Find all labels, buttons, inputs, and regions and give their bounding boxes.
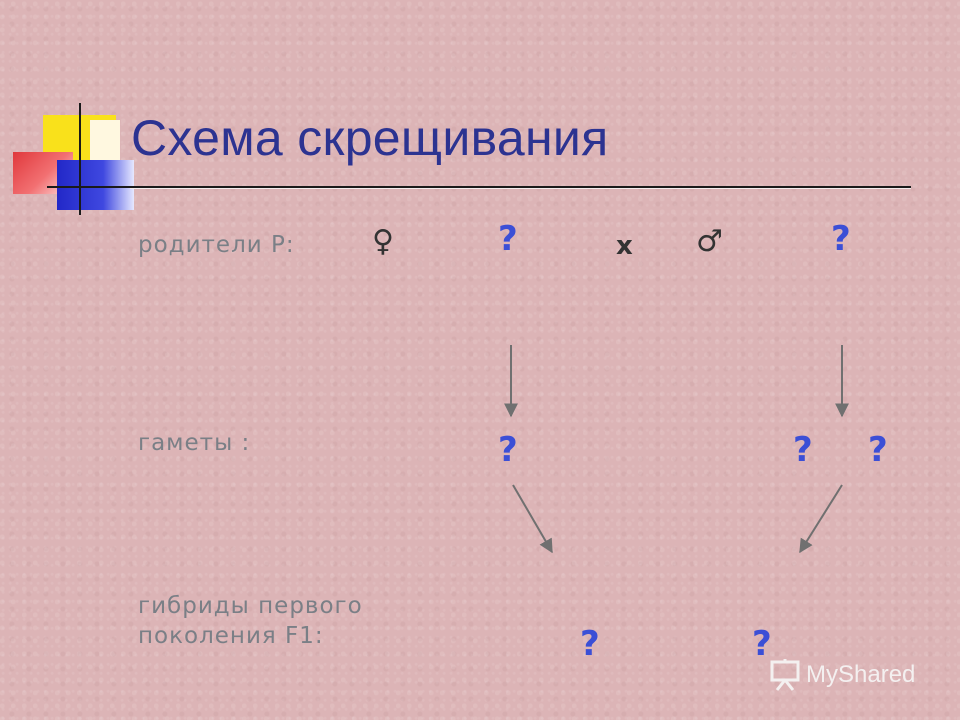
male-symbol: ♂ (696, 224, 723, 259)
watermark-text: MyShared (806, 661, 916, 688)
male-parent-unknown: ? (831, 219, 851, 259)
male-gamete-1-unknown: ? (793, 430, 813, 470)
f1-hybrid-1-unknown: ? (580, 624, 600, 664)
male-gamete-2-unknown: ? (868, 430, 888, 470)
watermark: MyShared (768, 655, 915, 695)
decor-blue-square (57, 160, 134, 210)
cross-symbol: х (616, 231, 633, 261)
female-parent-unknown: ? (498, 219, 518, 259)
decor-white-square (90, 120, 120, 160)
title-underline (47, 186, 911, 188)
hybrids-label-line2: поколения F1: (138, 623, 324, 649)
parents-label: родители Р: (138, 232, 295, 258)
arrow-female-gamete-to-f1 (512, 484, 553, 554)
presentation-board-icon (770, 659, 800, 691)
title-underline-highlight (130, 188, 911, 189)
arrow-male-gamete-to-f1 (799, 484, 843, 554)
f1-hybrid-2-unknown: ? (752, 624, 772, 664)
decor-vertical-line (79, 103, 81, 215)
female-symbol: ♀ (372, 224, 394, 259)
hybrids-label-line1: гибриды первого (138, 593, 363, 619)
gametes-label: гаметы : (138, 430, 251, 456)
slide-title: Схема скрещивания (131, 110, 609, 166)
female-gamete-unknown: ? (498, 430, 518, 470)
